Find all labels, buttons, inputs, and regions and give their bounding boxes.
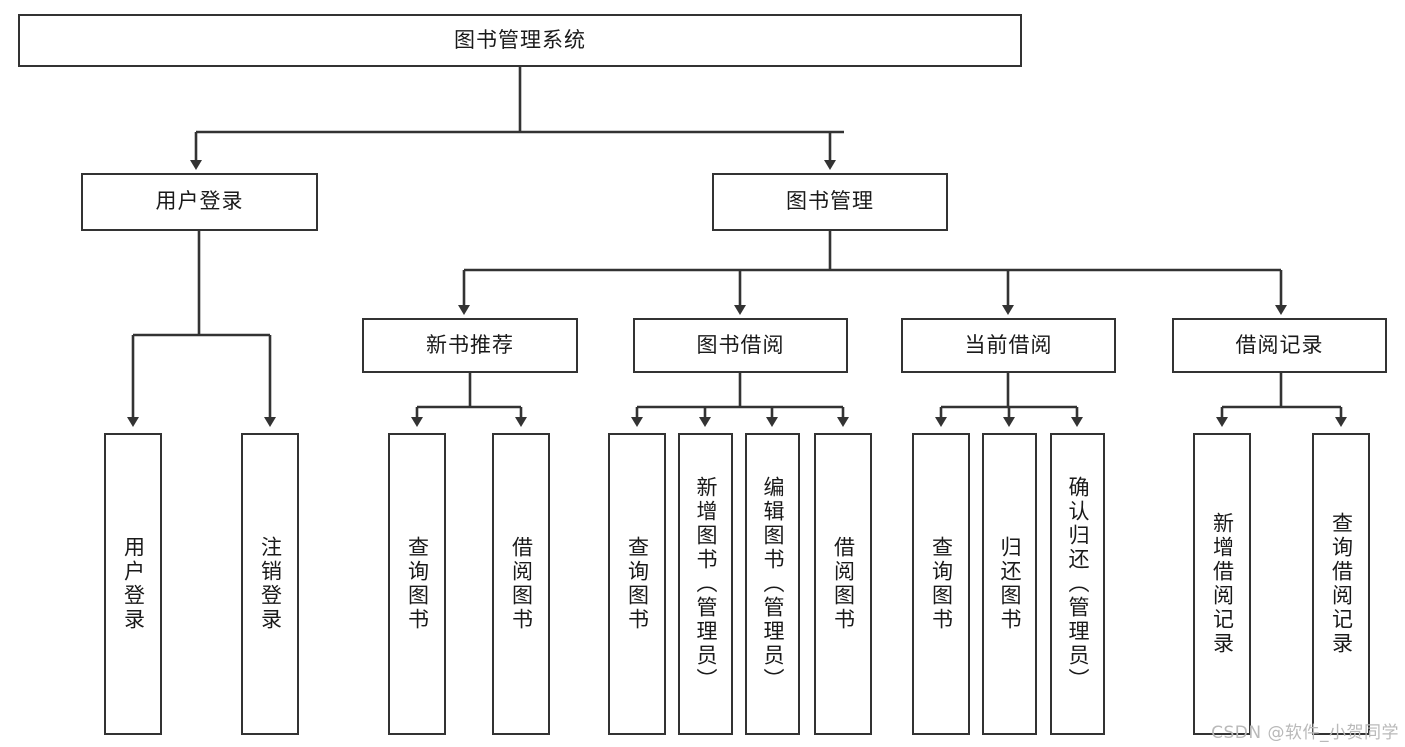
- leaf-query-book-current[interactable]: 查询图书: [912, 433, 970, 735]
- leaf-confirm-return-admin[interactable]: 确认归还（管理员）: [1050, 433, 1105, 735]
- leaf-return-book[interactable]: 归还图书: [982, 433, 1037, 735]
- node-label: 归还图书: [998, 536, 1022, 632]
- node-label: 当前借阅: [964, 332, 1053, 357]
- node-label: 查询借阅记录: [1329, 512, 1354, 656]
- node-label: 图书借阅: [696, 332, 785, 357]
- node-label: 用户登录: [121, 536, 146, 632]
- leaf-borrow-book-borrow[interactable]: 借阅图书: [814, 433, 872, 735]
- node-label: 确认归还（管理员）: [1066, 476, 1090, 692]
- leaf-borrow-book-newbook[interactable]: 借阅图书: [492, 433, 550, 735]
- leaf-query-book-borrow[interactable]: 查询图书: [608, 433, 666, 735]
- node-book-management[interactable]: 图书管理: [712, 173, 948, 231]
- node-borrowing-record[interactable]: 借阅记录: [1172, 318, 1387, 373]
- leaf-user-login[interactable]: 用户登录: [104, 433, 162, 735]
- node-label: 新书推荐: [426, 332, 514, 357]
- node-label: 查询图书: [625, 536, 650, 632]
- csdn-watermark: CSDN @软件_小贺同学: [1211, 723, 1399, 743]
- leaf-query-book-newbook[interactable]: 查询图书: [388, 433, 446, 735]
- node-user-login[interactable]: 用户登录: [81, 173, 318, 231]
- leaf-edit-book-admin[interactable]: 编辑图书（管理员）: [745, 433, 800, 735]
- node-label: 新增借阅记录: [1210, 512, 1235, 656]
- node-book-borrowing[interactable]: 图书借阅: [633, 318, 848, 373]
- leaf-query-borrow-record[interactable]: 查询借阅记录: [1312, 433, 1370, 735]
- node-label: 图书管理: [786, 189, 874, 214]
- node-label: 用户登录: [155, 189, 244, 214]
- node-label: 借阅图书: [831, 536, 856, 632]
- node-label: 编辑图书（管理员）: [761, 476, 785, 692]
- node-label: 借阅记录: [1235, 332, 1324, 357]
- node-label: 查询图书: [405, 536, 430, 632]
- node-current-borrowing[interactable]: 当前借阅: [901, 318, 1116, 373]
- node-label: 借阅图书: [509, 536, 534, 632]
- leaf-logout[interactable]: 注销登录: [241, 433, 299, 735]
- node-label: 图书管理系统: [454, 27, 586, 52]
- node-label: 查询图书: [929, 536, 954, 632]
- node-root-book-management-system[interactable]: 图书管理系统: [18, 14, 1022, 67]
- leaf-add-book-admin[interactable]: 新增图书（管理员）: [678, 433, 733, 735]
- node-new-book-recommendation[interactable]: 新书推荐: [362, 318, 578, 373]
- node-label: 注销登录: [258, 536, 283, 632]
- leaf-add-borrow-record[interactable]: 新增借阅记录: [1193, 433, 1251, 735]
- node-label: 新增图书（管理员）: [694, 476, 718, 692]
